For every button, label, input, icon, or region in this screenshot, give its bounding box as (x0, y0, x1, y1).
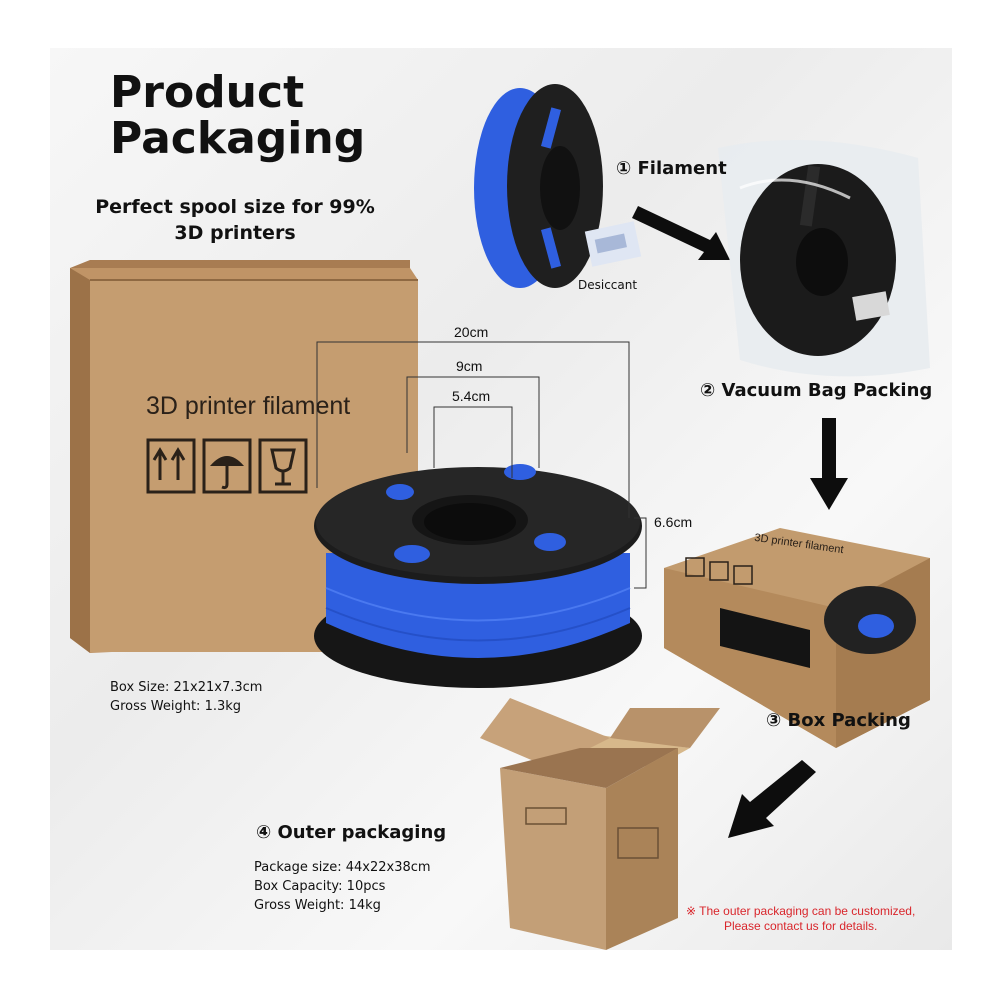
page-title: Product Packaging (110, 67, 366, 164)
outer-weight-text: Gross Weight: 14kg (254, 898, 381, 913)
step-filament-label: ① Filament (616, 158, 727, 179)
step-box-label: ③ Box Packing (766, 710, 911, 731)
step-vacuum-label: ② Vacuum Bag Packing (700, 380, 933, 401)
box-print-text: 3D printer filament (146, 392, 351, 420)
umbrella-rain-icon (202, 438, 252, 494)
outer-specs: Package size: 44x22x38cm Box Capacity: 1… (254, 858, 431, 915)
desiccant-label: Desiccant (578, 278, 638, 292)
filament-spool-image (474, 84, 603, 288)
main-spool-image (314, 464, 642, 688)
dimension-bore-diameter: 5.4cm (452, 388, 491, 404)
box-specs: Box Size: 21x21x7.3cm Gross Weight: 1.3k… (110, 678, 262, 716)
desiccant-packet-image (584, 221, 642, 267)
arrow-box-to-outer (728, 760, 816, 838)
vacuum-bag-spool-image (718, 140, 930, 377)
package-size-text: Package size: 44x22x38cm (254, 860, 431, 875)
box-handling-icons (146, 438, 308, 494)
customization-note: ※ The outer packaging can be customized,… (686, 904, 916, 933)
product-packaging-infographic: Product Packaging Perfect spool size for… (50, 48, 952, 950)
box-size-text: Box Size: 21x21x7.3cm (110, 680, 263, 695)
fragile-glass-icon (258, 438, 308, 494)
dimension-outer-diameter: 20cm (454, 324, 489, 340)
box-capacity-text: Box Capacity: 10pcs (254, 879, 386, 894)
arrow-vacuum-to-box (810, 418, 848, 510)
arrow-filament-to-vacuum (632, 206, 730, 260)
step-outer-label: ④ Outer packaging (256, 822, 447, 843)
illustration-layer (70, 84, 930, 950)
arrow-up-icon (146, 438, 196, 494)
outer-carton-image (480, 698, 720, 950)
box-weight-text: Gross Weight: 1.3kg (110, 699, 242, 714)
dimension-lines (316, 341, 647, 589)
subtitle: Perfect spool size for 99% 3D printers (95, 196, 375, 244)
dimension-hub-diameter: 9cm (456, 358, 483, 374)
shipping-box-image (664, 528, 930, 748)
dimension-width: 6.6cm (654, 514, 693, 530)
